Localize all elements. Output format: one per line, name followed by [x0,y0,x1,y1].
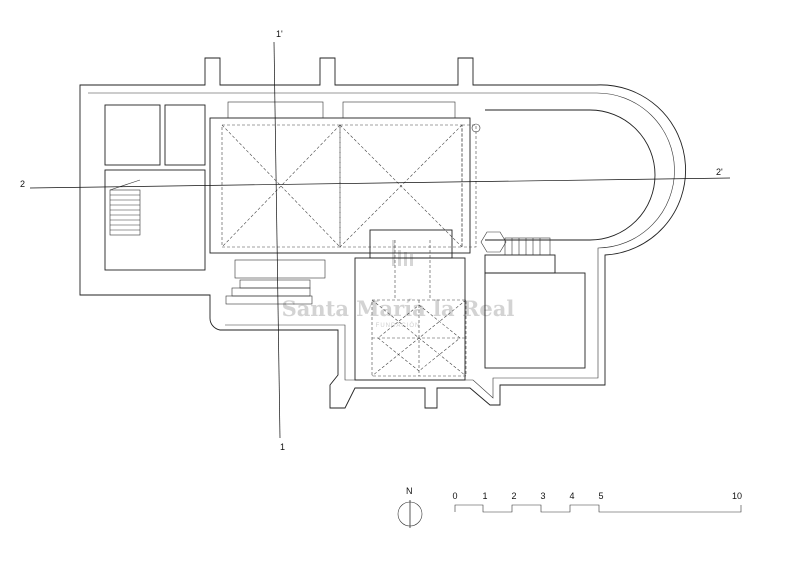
scale-tick-label: 1 [482,491,487,501]
outer-wall-inner-line [88,92,675,399]
section-label-1-bottom: 1 [280,442,285,452]
north-label: N [406,486,413,496]
nave-bay-1-niche [227,101,324,119]
apse [485,109,656,241]
left-room-upper-right [164,104,206,166]
scale-tick-label: 2 [511,491,516,501]
section-line-1 [273,41,281,439]
entrance-steps [225,259,326,305]
scale-tick-label: 10 [732,491,742,501]
sacristy-annex [480,231,586,369]
nave-vault-bay-1 [221,124,341,248]
section-label-2-left: 2 [20,179,25,189]
tower-upper [369,229,453,259]
triumphal-arch [461,124,477,248]
tower-base [354,257,466,381]
tower-chapel [354,229,467,381]
scale-tick-label: 3 [540,491,545,501]
scale-bar: 0 1 2 3 4 5 10 [452,491,742,513]
section-line-2 [29,177,731,189]
pier-column [471,123,481,133]
left-room-lower [104,169,206,271]
scale-tick-label: 4 [569,491,574,501]
outer-wall-outline [79,57,687,409]
nave-vault-bay-2 [339,124,463,248]
section-label-2-right: 2' [716,167,723,177]
section-label-1-top: 1' [276,29,283,39]
scale-tick-label: 5 [598,491,603,501]
staircase [109,179,141,236]
watermark-subtitle: FUNDACIÓN [376,322,421,329]
nave-bay-2-niche [342,101,456,119]
left-room-upper [104,104,161,166]
left-wing-rooms [104,104,206,271]
north-arrow: N [397,486,423,528]
scale-tick-label: 0 [452,491,457,501]
scale-bar-line [454,504,742,513]
